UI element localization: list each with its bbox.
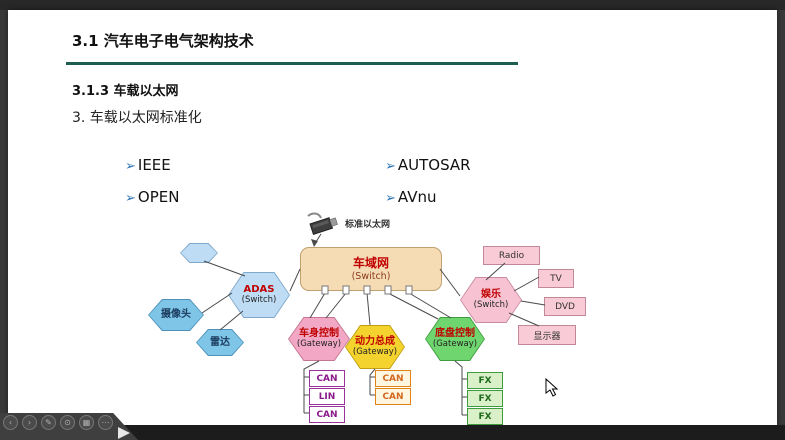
bullet-label: IEEE — [137, 156, 171, 174]
domain-network-switch-node: 车域网 (Switch) — [300, 247, 442, 291]
node-sub: (Switch) — [241, 294, 277, 305]
hex-fill: 车身控制 (Gateway) — [289, 318, 349, 360]
node-title: 底盘控制 — [435, 328, 475, 340]
bullet-label: AUTOSAR — [397, 156, 471, 174]
bullet-label: AVnu — [397, 188, 437, 206]
chassis-control-gateway-node: 底盘控制 (Gateway) — [425, 317, 485, 361]
window-top-bar — [0, 0, 785, 10]
hex-fill: ADAS (Switch) — [229, 273, 289, 317]
next-slide-arrow-icon[interactable] — [118, 427, 130, 439]
small-sensor-node — [180, 243, 218, 263]
bullet-arrow-icon: ➢ — [385, 191, 396, 206]
slide-title: 3.1 汽车电子电气架构技术 — [72, 32, 254, 50]
bullet-avnu: ➢AVnu — [385, 188, 436, 206]
camera-node: 摄像头 — [148, 299, 204, 331]
bus-box: FX — [467, 372, 503, 389]
dvd-node: DVD — [544, 297, 586, 316]
hex-fill — [181, 244, 217, 262]
window-bottom-bar — [0, 425, 785, 440]
node-sub: (Switch) — [351, 270, 391, 282]
node-title: 车身控制 — [299, 328, 339, 340]
hex-fill: 动力总成 (Gateway) — [346, 326, 404, 368]
slides-button[interactable]: ▦ — [79, 415, 94, 430]
bus-box: CAN — [309, 406, 345, 423]
adas-switch-node: ADAS (Switch) — [228, 272, 290, 318]
laser-button[interactable]: ⊙ — [60, 415, 75, 430]
node-title: 动力总成 — [355, 336, 395, 348]
radio-node: Radio — [483, 246, 540, 265]
hex-fill: 娱乐 (Switch) — [461, 278, 521, 322]
bullet-arrow-icon: ➢ — [125, 159, 136, 174]
bullet-arrow-icon: ➢ — [125, 191, 136, 206]
slide-subtitle: 3.1.3 车载以太网 — [72, 84, 179, 99]
node-title: 摄像头 — [161, 309, 191, 321]
node-sub: (Gateway) — [432, 338, 478, 349]
bullet-arrow-icon: ➢ — [385, 159, 396, 174]
slide: 3.1 汽车电子电气架构技术 3.1.3 车载以太网 3. 车载以太网标准化 ➢… — [8, 10, 777, 425]
node-title: ADAS — [243, 284, 275, 296]
next-slide-button[interactable]: › — [22, 415, 37, 430]
standard-ethernet-label: 标准以太网 — [345, 220, 391, 230]
node-title: 车域网 — [352, 256, 389, 271]
slide-heading: 3. 车载以太网标准化 — [72, 110, 202, 126]
hex-fill: 底盘控制 (Gateway) — [426, 318, 484, 360]
powertrain-gateway-node: 动力总成 (Gateway) — [345, 325, 405, 369]
ethernet-connector-icon — [307, 212, 338, 236]
title-underline — [66, 62, 518, 65]
radar-node: 雷达 — [196, 329, 244, 356]
bus-box: CAN — [375, 388, 411, 405]
node-title: 娱乐 — [481, 289, 501, 301]
bullet-ieee: ➢IEEE — [125, 156, 171, 174]
bullet-autosar: ➢AUTOSAR — [385, 156, 471, 174]
presenter-toolbar: ‹ › ✎ ⊙ ▦ ⋯ — [0, 413, 138, 440]
bus-box: FX — [467, 390, 503, 407]
node-sub: (Switch) — [473, 299, 509, 310]
mouse-cursor — [545, 378, 559, 397]
bus-box: LIN — [309, 388, 345, 405]
node-sub: (Gateway) — [352, 346, 398, 357]
bus-box: CAN — [309, 370, 345, 387]
bullet-label: OPEN — [137, 188, 180, 206]
node-sub: (Gateway) — [296, 338, 342, 349]
node-title: 雷达 — [210, 336, 230, 348]
previous-slide-button[interactable]: ‹ — [3, 415, 18, 430]
pen-button[interactable]: ✎ — [41, 415, 56, 430]
hex-fill: 摄像头 — [149, 300, 203, 330]
body-control-gateway-node: 车身控制 (Gateway) — [288, 317, 350, 361]
tv-node: TV — [538, 269, 574, 288]
display-node: 显示器 — [518, 325, 576, 345]
bullet-open: ➢OPEN — [125, 188, 179, 206]
bus-box: CAN — [375, 370, 411, 387]
more-button[interactable]: ⋯ — [98, 415, 113, 430]
bus-box: FX — [467, 408, 503, 425]
